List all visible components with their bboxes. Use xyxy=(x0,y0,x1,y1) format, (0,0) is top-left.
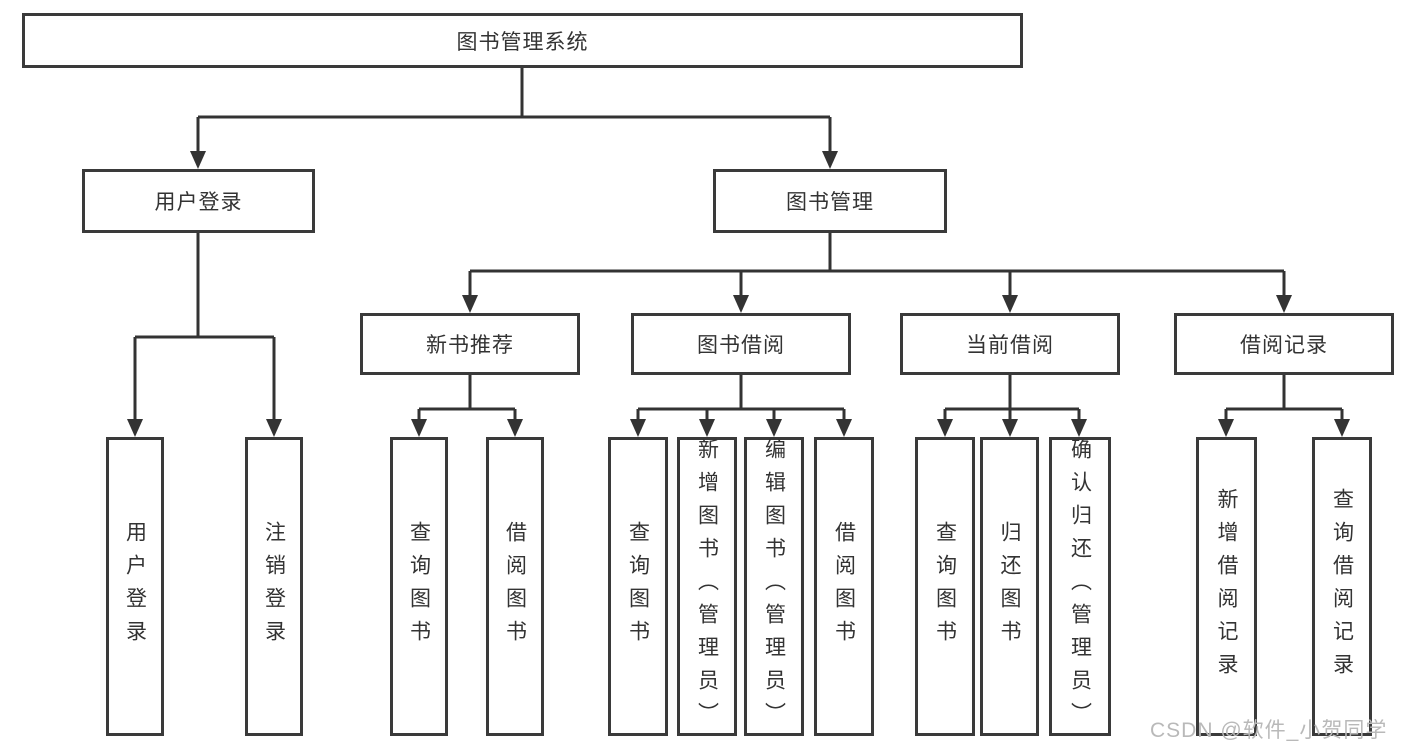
leaf-query-books-borrow: 查询图书 xyxy=(608,437,668,736)
node-label: 编辑图书（管理员） xyxy=(762,438,786,735)
node-label: 当前借阅 xyxy=(966,334,1054,357)
leaf-return-books: 归还图书 xyxy=(980,437,1039,736)
leaf-add-borrow-record: 新增借阅记录 xyxy=(1196,437,1257,736)
node-label: 用户登录 xyxy=(123,520,147,653)
node-label: 借阅记录 xyxy=(1240,334,1328,357)
leaf-query-borrow-record: 查询借阅记录 xyxy=(1312,437,1372,736)
node-label: 确认归还（管理员） xyxy=(1068,438,1092,735)
leaf-query-books-current: 查询图书 xyxy=(915,437,975,736)
connector-userlogin-to-leaves xyxy=(127,233,282,437)
node-label: 图书管理系统 xyxy=(456,30,589,54)
node-new-book-recommendation: 新书推荐 xyxy=(360,313,580,375)
leaf-add-book-admin: 新增图书（管理员） xyxy=(677,437,737,736)
node-book-management: 图书管理 xyxy=(713,169,947,233)
node-label: 新增借阅记录 xyxy=(1215,487,1238,686)
leaf-edit-book-admin: 编辑图书（管理员） xyxy=(744,437,804,736)
node-label: 图书管理 xyxy=(786,191,874,214)
node-book-borrowing: 图书借阅 xyxy=(631,313,851,375)
node-label: 新增图书（管理员） xyxy=(695,438,719,735)
connector-borrow-to-leaves xyxy=(630,375,852,437)
node-label: 注销登录 xyxy=(262,520,286,653)
connector-current-to-leaves xyxy=(937,375,1087,437)
node-label: 图书借阅 xyxy=(697,334,785,357)
node-label: 查询图书 xyxy=(626,520,650,653)
node-label: 查询图书 xyxy=(407,520,431,653)
leaf-borrow-books-recommend: 借阅图书 xyxy=(486,437,544,736)
connector-recommend-to-leaves xyxy=(411,375,523,437)
leaf-borrow-books: 借阅图书 xyxy=(814,437,874,736)
connector-bookmgmt-to-level3 xyxy=(462,233,1292,313)
leaf-logout: 注销登录 xyxy=(245,437,303,736)
node-label: 用户登录 xyxy=(154,191,243,214)
node-label: 借阅图书 xyxy=(503,520,527,653)
node-library-management-system: 图书管理系统 xyxy=(22,13,1023,68)
connector-root-to-level2 xyxy=(190,68,838,169)
node-label: 归还图书 xyxy=(998,520,1021,653)
node-borrowing-records: 借阅记录 xyxy=(1174,313,1394,375)
leaf-query-books-recommend: 查询图书 xyxy=(390,437,448,736)
node-user-login: 用户登录 xyxy=(82,169,315,233)
connector-records-to-leaves xyxy=(1218,375,1350,437)
leaf-confirm-return-admin: 确认归还（管理员） xyxy=(1049,437,1111,736)
node-label: 新书推荐 xyxy=(426,334,514,357)
node-current-borrowing: 当前借阅 xyxy=(900,313,1120,375)
node-label: 查询借阅记录 xyxy=(1330,487,1354,686)
csdn-watermark: CSDN @软件_小贺同学 xyxy=(1150,719,1388,742)
leaf-user-login: 用户登录 xyxy=(106,437,164,736)
node-label: 查询图书 xyxy=(933,520,957,653)
node-label: 借阅图书 xyxy=(832,520,856,653)
